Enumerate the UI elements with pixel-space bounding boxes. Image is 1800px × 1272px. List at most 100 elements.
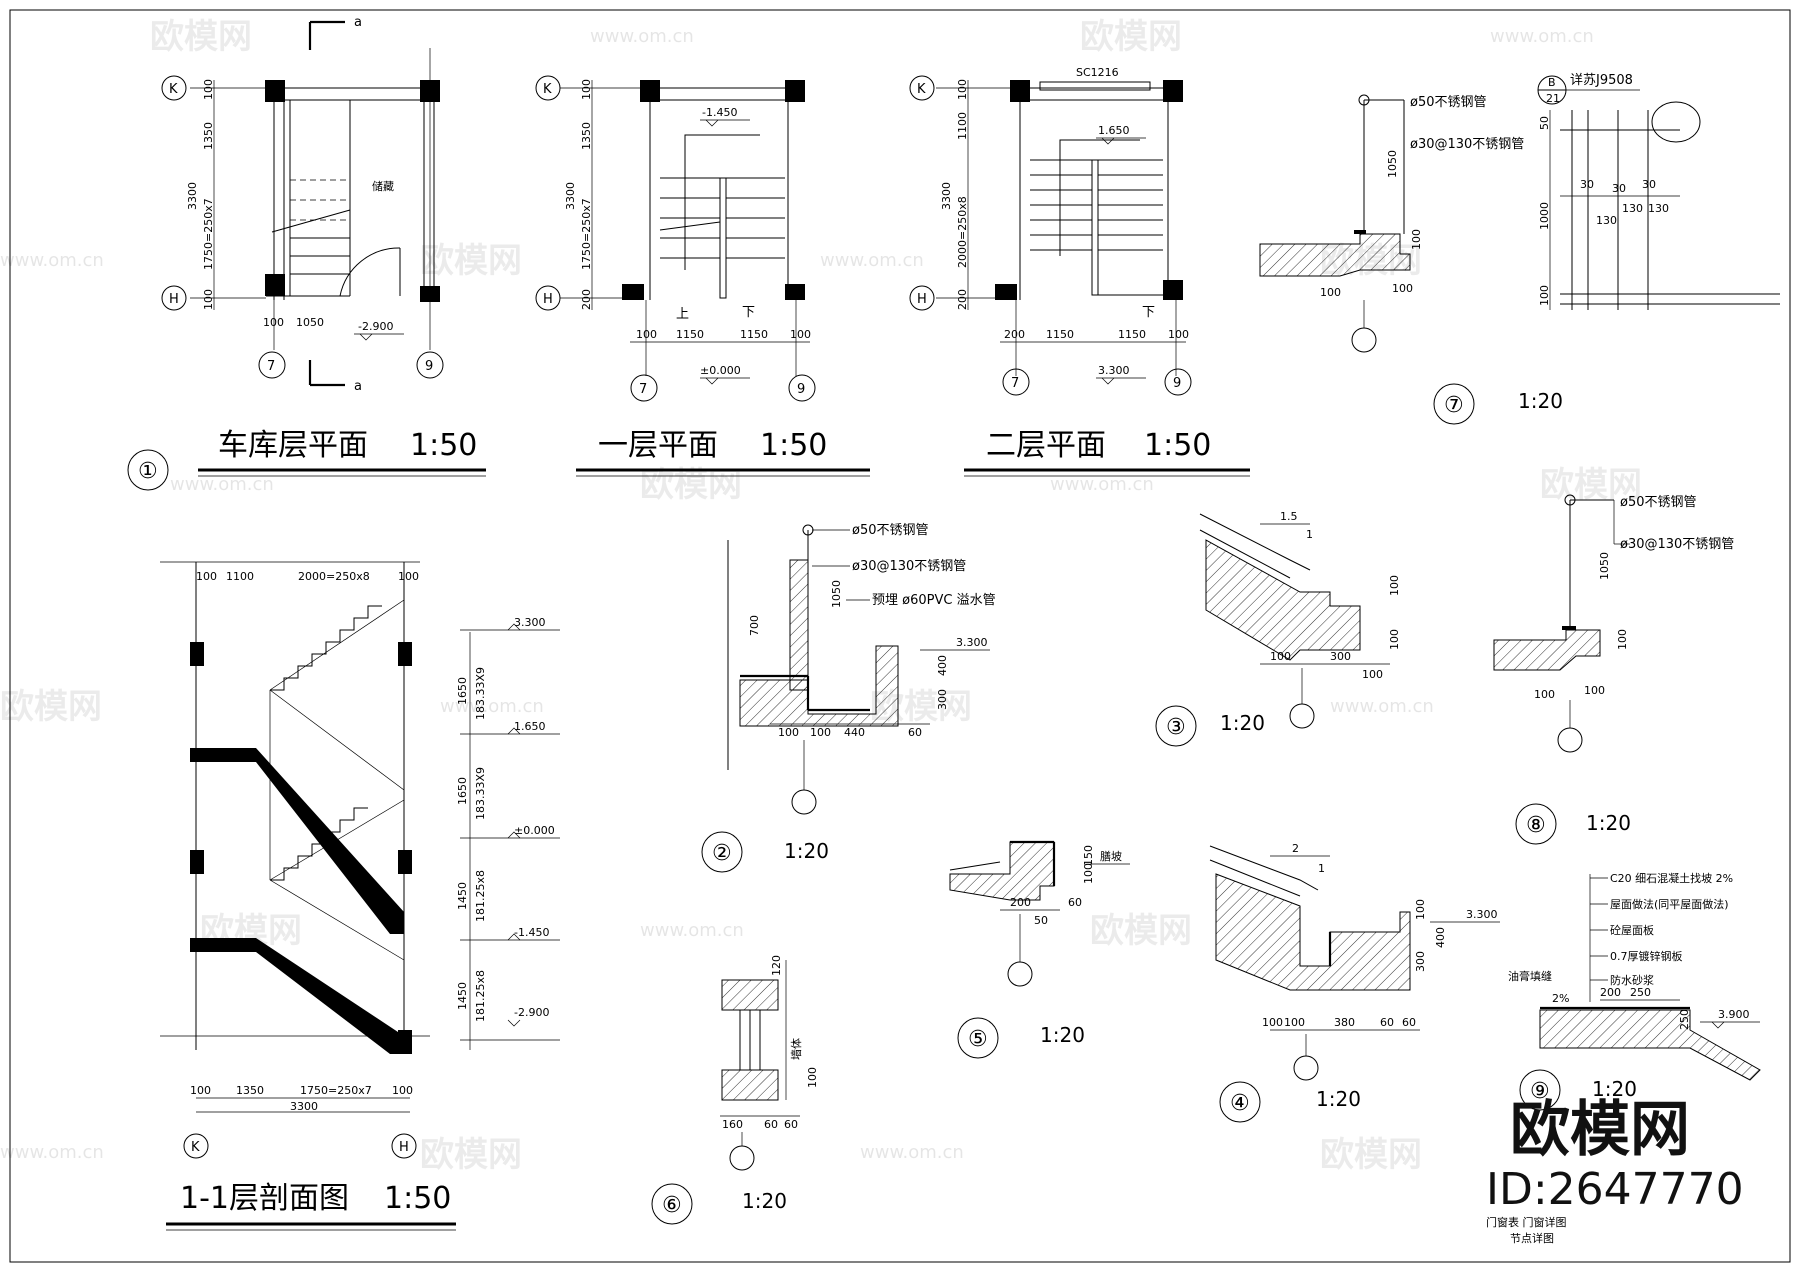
detail-2: ø50不锈钢管 ø30@130不锈钢管 预埋 ø60PVC 溢水管 700 10… xyxy=(701,523,996,873)
dim: 100 xyxy=(1388,575,1401,596)
drawing-scale: 1:50 xyxy=(760,428,827,463)
note: C20 细石混凝土找坡 2% xyxy=(1610,871,1733,885)
dim-v: 2000=250x8 xyxy=(956,196,969,268)
dim-bottom: 1350 xyxy=(236,1084,264,1097)
note: ø50不锈钢管 xyxy=(852,523,929,538)
plan-garage: 储藏 a a K H 7 9 100 1350 3300 1750=250x7 … xyxy=(127,15,486,491)
dim-h: 1150 xyxy=(1046,328,1074,341)
detail-marker: ⑧ xyxy=(1526,813,1546,838)
brand-logo: 欧模网 xyxy=(1510,1095,1690,1165)
slope: 1.5 xyxy=(1280,510,1298,523)
dim: 100 xyxy=(1388,629,1401,650)
watermark-brand: 欧模网 xyxy=(150,17,252,57)
dim: 130 xyxy=(1622,202,1643,215)
dim-v: 200 xyxy=(580,289,593,310)
dim-top: 100 xyxy=(398,570,419,583)
dim-v: 1350 xyxy=(580,122,593,150)
dim-top: 2000=250x8 xyxy=(298,570,370,583)
dim-v: 100 xyxy=(202,79,215,100)
watermark-url: www.om.cn xyxy=(1330,696,1434,717)
detail-scale: 1:20 xyxy=(1586,811,1631,835)
watermark-brand: 欧模网 xyxy=(1540,465,1642,505)
drawing-marker: ① xyxy=(138,459,158,484)
detail-marker: ④ xyxy=(1230,1091,1250,1116)
level-mark: ±0.000 xyxy=(700,364,741,377)
detail-scale: 1:20 xyxy=(1592,1077,1637,1101)
dim-h: 100 xyxy=(263,316,284,329)
dim-riser: 183.33X9 xyxy=(474,767,487,820)
dim: 1050 xyxy=(830,580,843,608)
dim: 60 xyxy=(908,726,922,739)
dim-v: 3300 xyxy=(186,182,199,210)
axis-k: K xyxy=(917,82,926,97)
dim: 100 xyxy=(1584,684,1605,697)
level-mark: -1.450 xyxy=(702,106,737,119)
dim: 1000 xyxy=(1538,202,1551,230)
drawing-title: 车库层平面 xyxy=(218,428,368,463)
note: ø30@130不锈钢管 xyxy=(852,559,966,574)
dim-riser: 183.33X9 xyxy=(474,667,487,720)
dim: 50 xyxy=(1034,914,1048,927)
dim: 100 xyxy=(778,726,799,739)
dim-bottom: 100 xyxy=(392,1084,413,1097)
dim-riser: 181.25x8 xyxy=(474,970,487,1022)
ref-top: B xyxy=(1548,76,1556,89)
dim-h: 1150 xyxy=(740,328,768,341)
dim: 130 xyxy=(1596,214,1617,227)
dim-v: 1100 xyxy=(956,112,969,140)
dim: 100 xyxy=(1270,650,1291,663)
dim-riser: 1650 xyxy=(456,777,469,805)
dim: 30 xyxy=(1642,178,1656,191)
level-mark: 3.300 xyxy=(1466,908,1498,921)
ref-bottom: 21 xyxy=(1546,92,1560,105)
watermark-brand: 欧模网 xyxy=(420,1135,522,1175)
dim: 1050 xyxy=(1598,552,1611,580)
slope: 2 xyxy=(1292,842,1299,855)
axis-7: 7 xyxy=(639,382,647,397)
dim: 100 xyxy=(1534,688,1555,701)
dim-v: 3300 xyxy=(564,182,577,210)
stamp-line: 门窗表 门窗详图 xyxy=(1486,1215,1567,1229)
down-label: 下 xyxy=(1142,305,1155,320)
dim-v: 1350 xyxy=(202,122,215,150)
detail-scale: 1:20 xyxy=(784,839,829,863)
detail-3: 1.5 1 100 100 100 300 100 ③ 1:20 xyxy=(1155,510,1401,747)
axis-k: K xyxy=(191,1140,200,1155)
dim: 130 xyxy=(1648,202,1669,215)
dim: 250 xyxy=(1678,1009,1691,1030)
dim-h: 1150 xyxy=(676,328,704,341)
detail-marker: ⑦ xyxy=(1444,393,1464,418)
dim: 100 xyxy=(806,1067,819,1088)
axis-k: K xyxy=(543,82,552,97)
dim: 50 xyxy=(1538,116,1551,130)
detail-5: 膳坡 150 100 200 50 60 ⑤ 1:20 xyxy=(949,840,1130,1059)
dim: 100 xyxy=(1362,668,1383,681)
level-mark: -2.900 xyxy=(514,1006,549,1019)
watermark-brand: 欧模网 xyxy=(1080,17,1182,57)
level-mark: 3.900 xyxy=(1718,1008,1750,1021)
level-mark: 3.300 xyxy=(956,636,988,649)
dim: 100 xyxy=(1082,863,1095,884)
axis-7: 7 xyxy=(1011,376,1019,391)
dim-h: 1050 xyxy=(296,316,324,329)
dim-h: 100 xyxy=(1168,328,1189,341)
axis-h: H xyxy=(917,292,927,307)
watermark-url: www.om.cn xyxy=(820,250,924,271)
drawing-scale: 1:50 xyxy=(384,1181,451,1216)
note: 膳坡 xyxy=(1100,849,1122,863)
detail-scale: 1:20 xyxy=(1220,711,1265,735)
brand-id: ID:2647770 xyxy=(1486,1164,1744,1215)
dim: 200 xyxy=(1010,896,1031,909)
dim-v: 100 xyxy=(202,289,215,310)
note: 墙体 xyxy=(789,1038,803,1060)
axis-9: 9 xyxy=(1173,376,1181,391)
axis-9: 9 xyxy=(797,382,805,397)
detail-scale: 1:20 xyxy=(1040,1023,1085,1047)
note: 屋面做法(同平屋面做法) xyxy=(1610,897,1729,911)
dim-riser: 1450 xyxy=(456,882,469,910)
plan-second: SC1216 1.650 下 K H xyxy=(909,66,1250,477)
dim-v: 100 xyxy=(580,79,593,100)
dim: 1050 xyxy=(1386,150,1399,178)
level-mark: 3.300 xyxy=(514,616,546,629)
dim: 300 xyxy=(1330,650,1351,663)
